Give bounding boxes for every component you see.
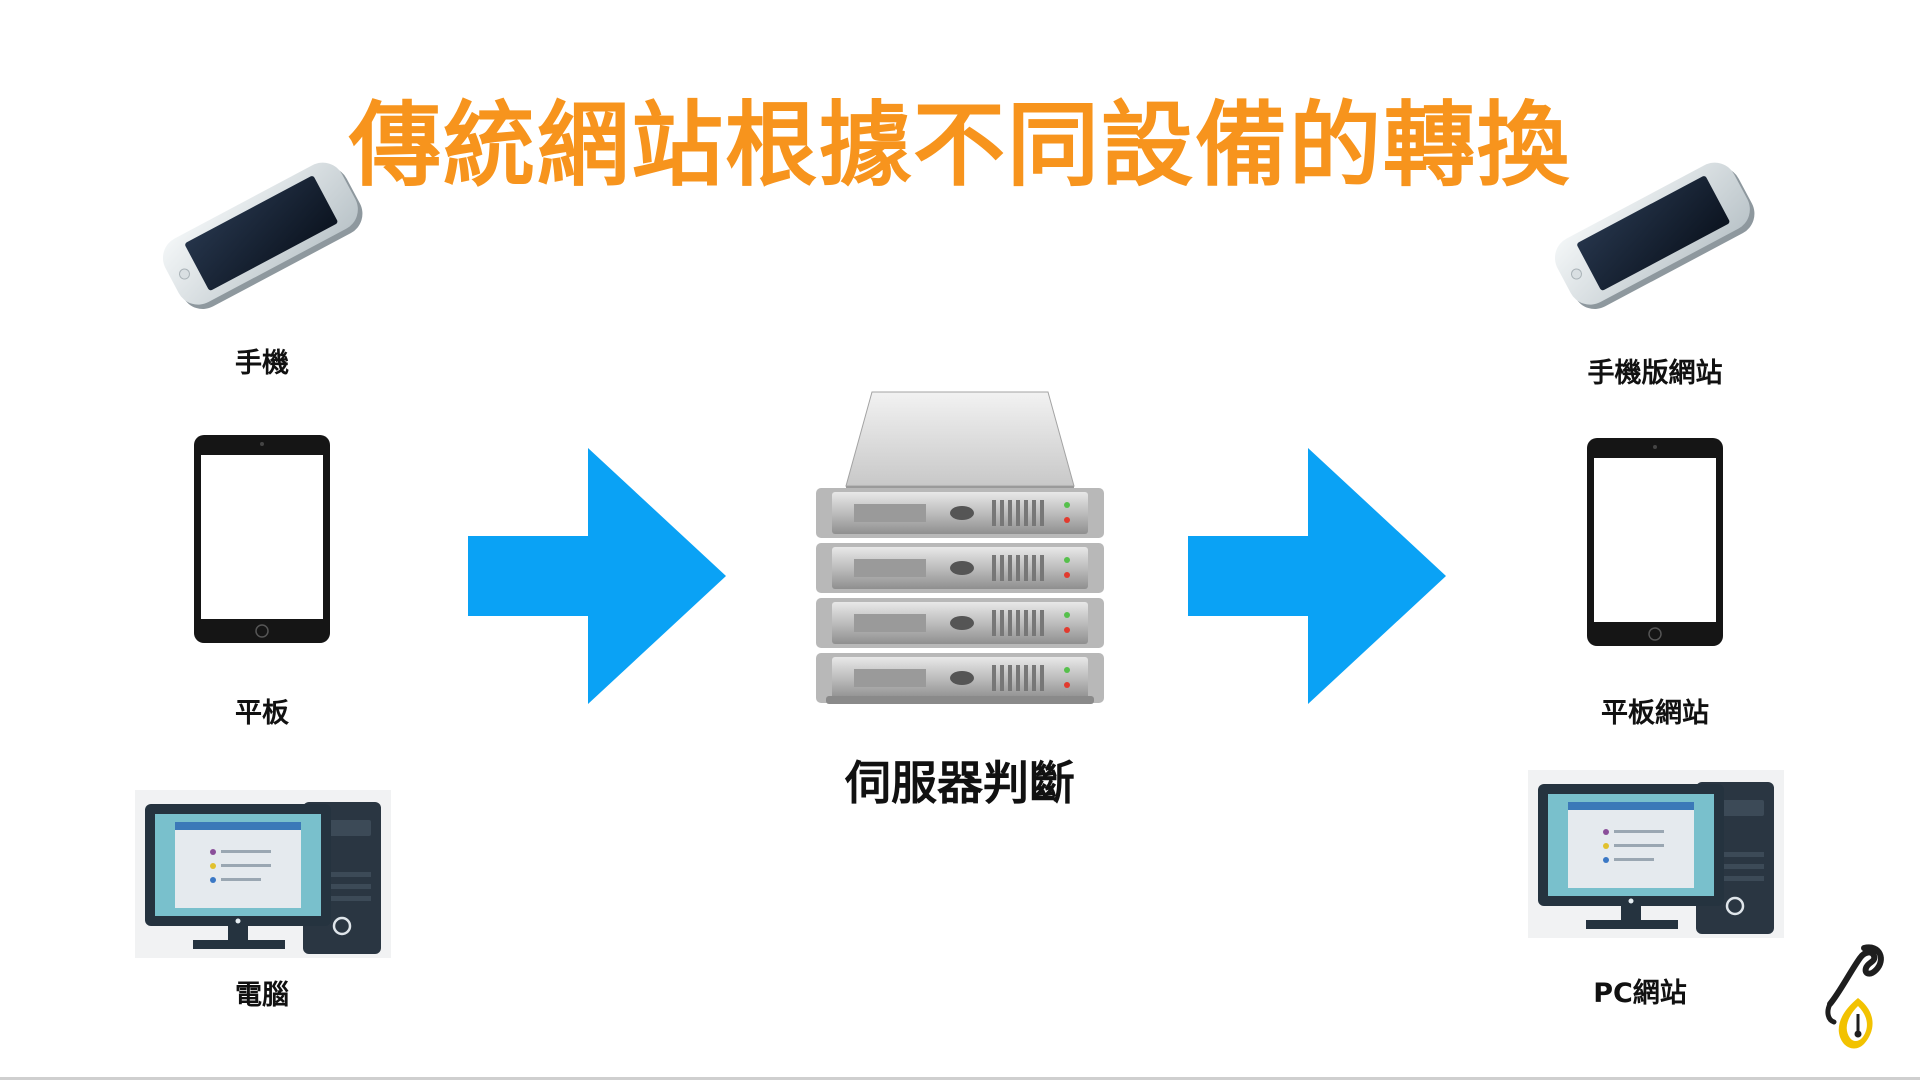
mobile-site-label: 手機版網站 xyxy=(1587,358,1723,389)
server-rack-icon xyxy=(812,388,1108,710)
arrow-right-icon xyxy=(1188,448,1448,704)
tablet-label: 平板 xyxy=(235,698,289,729)
pc-site-label: PC網站 xyxy=(1593,978,1687,1009)
server-label: 伺服器判斷 xyxy=(845,756,1075,810)
tablet-icon xyxy=(1585,436,1725,648)
desktop-computer-icon xyxy=(1528,770,1784,938)
tablet-site-label: 平板網站 xyxy=(1601,698,1709,729)
pen-nib-logo-icon xyxy=(1820,940,1890,1052)
slide-title: 傳統網站根據不同設備的轉換 xyxy=(348,92,1571,199)
smartphone-icon xyxy=(150,162,380,309)
tablet-icon xyxy=(192,433,332,645)
computer-label: 電腦 xyxy=(235,980,289,1011)
desktop-computer-icon xyxy=(135,790,391,958)
bottom-divider xyxy=(0,1077,1920,1080)
phone-label: 手機 xyxy=(235,348,289,379)
smartphone-icon xyxy=(1542,162,1772,309)
arrow-right-icon xyxy=(468,448,728,704)
